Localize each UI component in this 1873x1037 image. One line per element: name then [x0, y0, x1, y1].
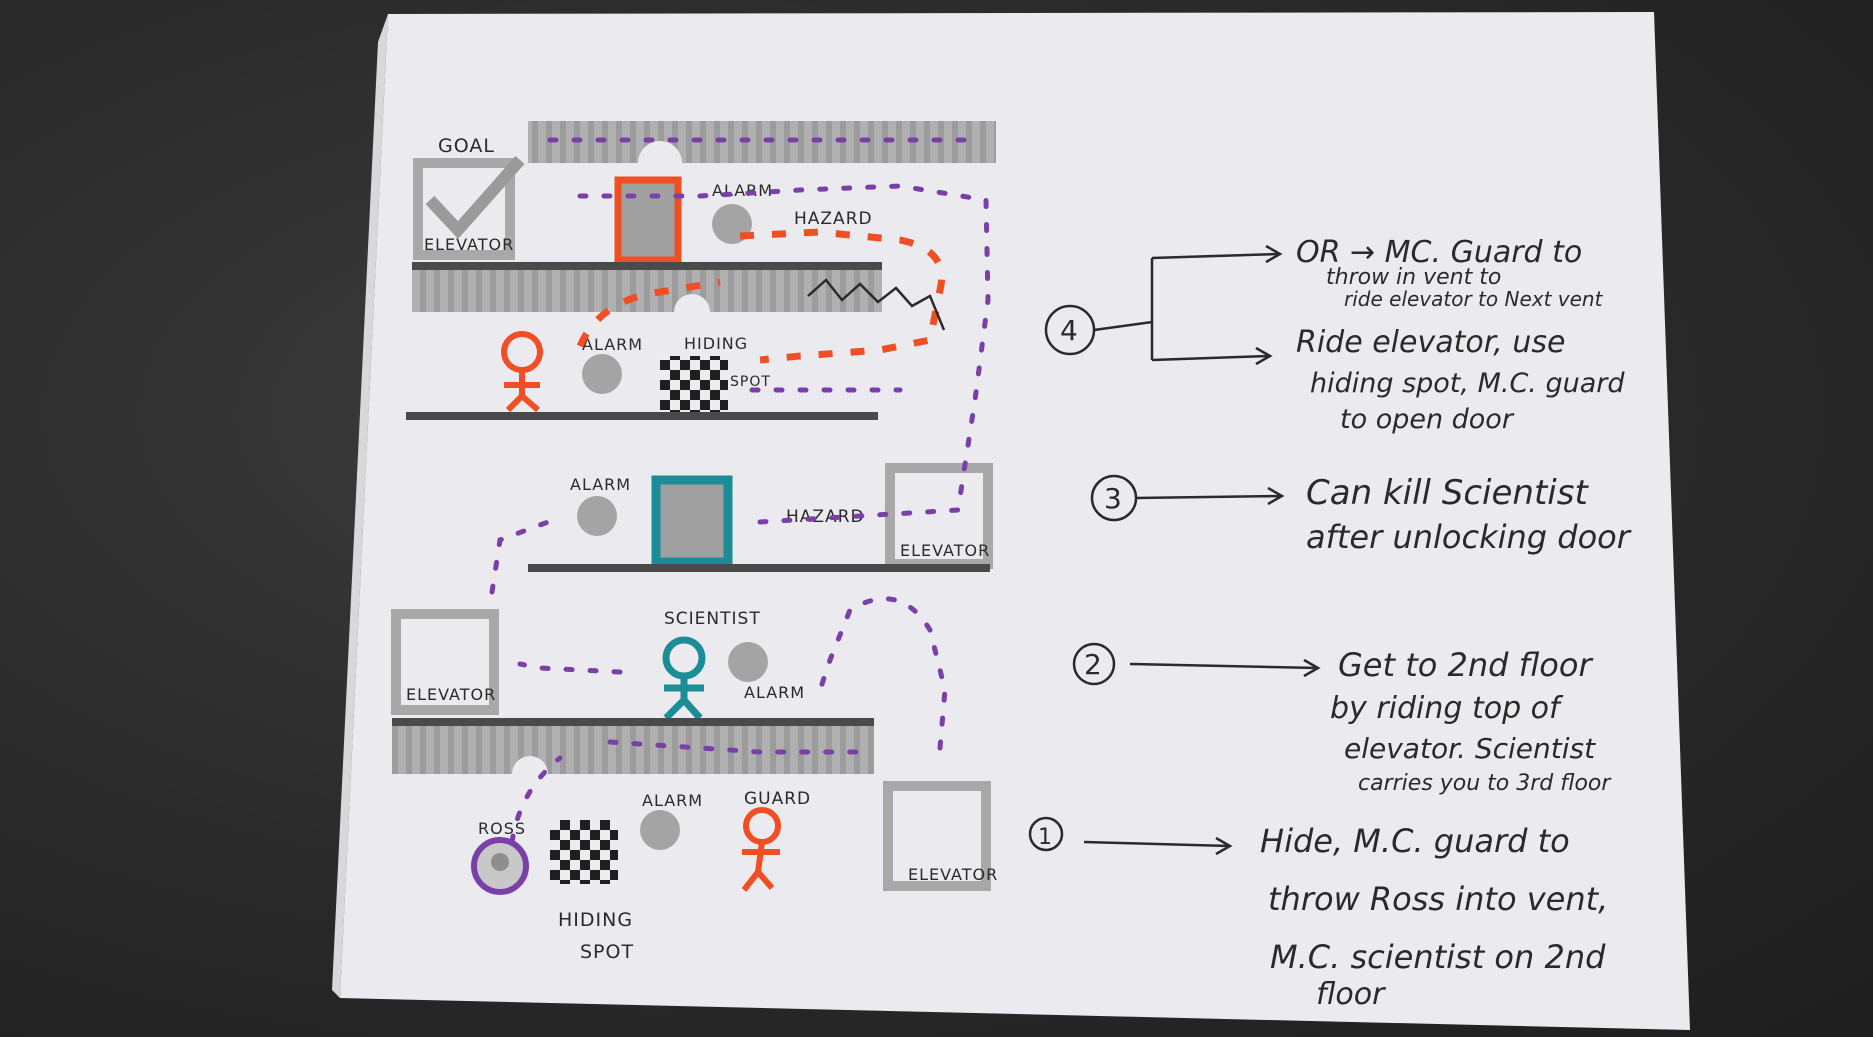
floor-lower-second: [392, 718, 874, 774]
alarm-label-second-upper: ALARM: [582, 335, 643, 354]
note-1-line2: throw Ross into vent,: [1268, 880, 1608, 918]
note-2-line4: carries you to 3rd floor: [1358, 771, 1612, 796]
hiding-label-upper: HIDING: [684, 334, 748, 353]
elevator-left: [391, 609, 499, 715]
guard-figure: [741, 807, 781, 892]
elevator-label-left: ELEVATOR: [406, 685, 496, 704]
note-4b-line2: hiding spot, M.C. guard: [1310, 368, 1625, 399]
note-4a-line3: ride elevator to Next vent: [1344, 287, 1604, 311]
ross-label: ROSS: [478, 819, 526, 838]
alarm-second-upper: [582, 354, 622, 394]
elevator-label-top: ELEVATOR: [424, 235, 514, 254]
note-1-line4: floor: [1316, 977, 1386, 1012]
red-path: [576, 228, 946, 364]
note-3-line2: after unlocking door: [1306, 518, 1632, 556]
note-4b-line1: Ride elevator, use: [1296, 325, 1565, 360]
alarm-ground: [640, 810, 680, 850]
floor-middle: [528, 564, 990, 572]
alarm-label-middle: ALARM: [570, 475, 631, 494]
alarm-label-lower-second: ALARM: [744, 683, 805, 702]
note-3-line1: Can kill Scientist: [1306, 473, 1589, 513]
note-4a-line2: throw in vent to: [1326, 265, 1501, 290]
goal-elevator: [413, 156, 525, 260]
elevator-label-ground: ELEVATOR: [908, 865, 998, 884]
step-1-circle: [1028, 816, 1064, 852]
step-1-number: 1: [1038, 825, 1052, 850]
spot-label-upper: SPOT: [730, 374, 771, 390]
floor-second-upper: [406, 412, 878, 420]
hiding-label-ground: HIDING: [558, 909, 633, 931]
step-3-number: 3: [1104, 482, 1122, 515]
spot-label-ground: SPOT: [580, 941, 634, 963]
hazard-label-top: HAZARD: [794, 209, 873, 229]
vent-top: [528, 121, 996, 163]
note-2-line3: elevator. Scientist: [1344, 732, 1596, 765]
step-2-arrow: [1129, 658, 1321, 678]
scientist-label: SCIENTIST: [664, 609, 761, 629]
guard-red-upper: [501, 331, 543, 413]
step-2-circle: [1072, 642, 1116, 686]
step-1-arrow: [1083, 836, 1233, 856]
step-3-arrow: [1135, 486, 1285, 506]
step-4-number: 4: [1060, 314, 1078, 347]
door-top: [614, 176, 682, 264]
floor-top: [412, 262, 882, 312]
note-2-line1: Get to 2nd floor: [1338, 646, 1593, 684]
note-1-line1: Hide, M.C. guard to: [1260, 822, 1570, 860]
step-2-number: 2: [1084, 648, 1102, 681]
hiding-spot-upper: [660, 356, 728, 414]
note-1-line3: M.C. scientist on 2nd: [1270, 938, 1606, 976]
zigzag-hazard: [807, 278, 946, 331]
door-middle: [651, 475, 733, 567]
note-2-line2: by riding top of: [1330, 691, 1564, 726]
elevator-ground: [883, 781, 991, 891]
alarm-middle: [577, 496, 617, 536]
elevator-label-middle: ELEVATOR: [900, 541, 990, 560]
alarm-lower-second: [728, 642, 768, 682]
purple-path: [489, 137, 991, 845]
guard-label: GUARD: [744, 789, 811, 809]
scientist-figure: [662, 636, 706, 721]
alarm-label-top: ALARM: [712, 181, 773, 200]
hazard-label-middle: HAZARD: [786, 507, 865, 527]
hiding-spot-ground: [550, 820, 618, 884]
step-4-branch: [1093, 252, 1279, 362]
note-4a-line1: OR → MC. Guard to: [1296, 235, 1582, 270]
alarm-label-ground: ALARM: [642, 791, 703, 810]
note-4b-line3: to open door: [1340, 404, 1515, 435]
goal-label: GOAL: [438, 135, 495, 157]
